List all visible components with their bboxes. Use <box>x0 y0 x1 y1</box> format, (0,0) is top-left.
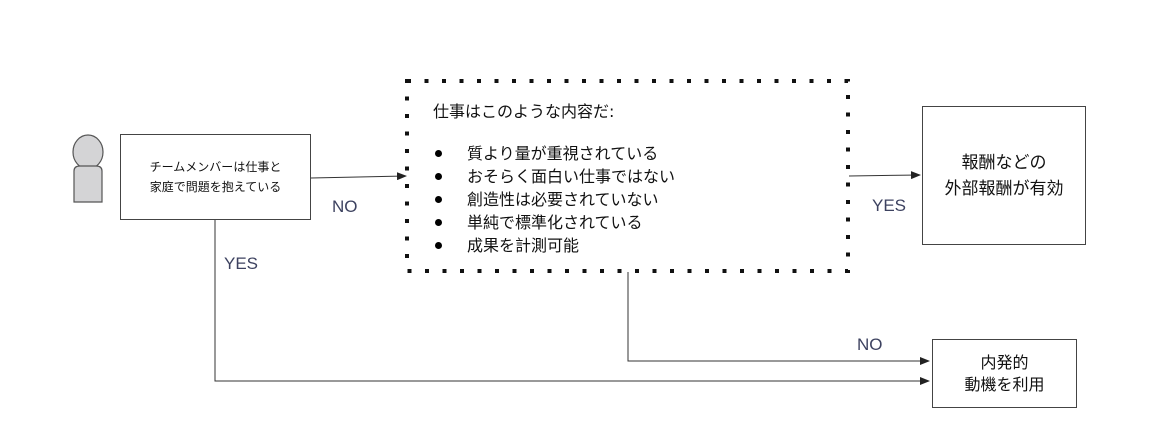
edge-label-condition-no: NO <box>857 335 883 354</box>
list-item: 単純で標準化されている <box>425 211 675 234</box>
edge-label-start-no: NO <box>332 197 358 216</box>
condition-box: 仕事はこのような内容だ: 質より量が重視されている おそらく面白い仕事ではない … <box>405 80 849 272</box>
bullet-icon <box>435 196 442 203</box>
bullet-icon <box>435 173 442 180</box>
list-item: 成果を計測可能 <box>425 234 675 257</box>
intrinsic-motivation-box: 内発的 動機を利用 <box>932 339 1077 408</box>
intrinsic-line-2: 動機を利用 <box>964 374 1045 394</box>
start-box: チームメンバーは仕事と 家庭で問題を抱えている <box>120 134 311 220</box>
bullet-icon <box>435 242 442 249</box>
bullet-icon <box>435 219 442 226</box>
bullet-icon <box>435 150 442 157</box>
extrinsic-line-1: 報酬などの <box>961 152 1047 173</box>
extrinsic-reward-box: 報酬などの 外部報酬が有効 <box>922 106 1086 245</box>
list-item: 創造性は必要されていない <box>425 188 675 211</box>
intrinsic-line-1: 内発的 <box>980 352 1029 372</box>
condition-title: 仕事はこのような内容だ: <box>433 102 615 121</box>
list-item: おそらく面白い仕事ではない <box>425 165 675 188</box>
list-item: 質より量が重視されている <box>425 142 675 165</box>
condition-list: 質より量が重視されている おそらく面白い仕事ではない 創造性は必要されていない … <box>425 142 675 257</box>
edge-label-start-yes: YES <box>224 254 259 273</box>
edge-label-condition-yes: YES <box>872 196 907 215</box>
start-box-line-1: チームメンバーは仕事と <box>149 160 282 174</box>
extrinsic-line-2: 外部報酬が有効 <box>944 178 1064 199</box>
start-box-line-2: 家庭で問題を抱えている <box>149 180 282 194</box>
user-icon <box>72 134 104 203</box>
